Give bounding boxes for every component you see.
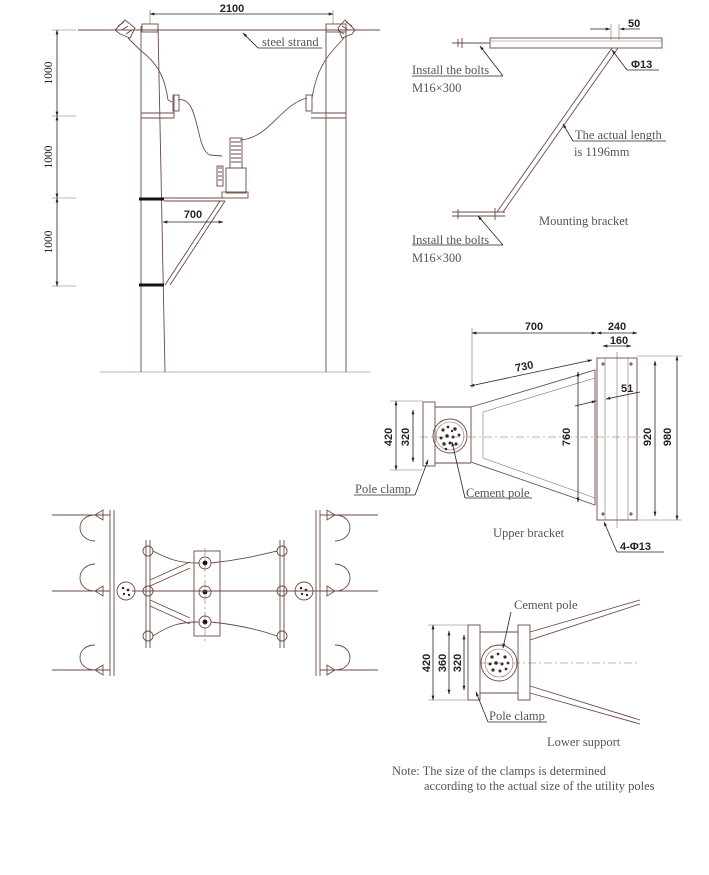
left-jumper-wire bbox=[177, 99, 223, 157]
bottom-bolt-icon bbox=[457, 208, 496, 220]
clamp-inner-dimension-label: 320 bbox=[400, 428, 412, 446]
arm-dimension-label: 700 bbox=[184, 209, 202, 221]
hole-leader bbox=[611, 49, 628, 71]
right-drop-wire bbox=[311, 49, 334, 99]
lower-support-title: Lower support bbox=[547, 735, 621, 749]
left-pin-insulator-icon bbox=[172, 94, 180, 112]
note-line-2: according to the actual size of the util… bbox=[424, 779, 655, 793]
clamp-outer-dimension-label: 420 bbox=[383, 428, 395, 446]
top-bolt-icon bbox=[457, 38, 463, 48]
upper-tapered-arm bbox=[470, 369, 596, 506]
lower-cement-pole-icon bbox=[480, 644, 518, 682]
note-line-1: Note: The size of the clamps is determin… bbox=[392, 764, 607, 778]
hole-label: Φ13 bbox=[631, 59, 652, 71]
upper-cement-pole-icon bbox=[432, 418, 468, 454]
upper-pole-aggregate bbox=[439, 425, 461, 451]
lower-support-view: 420 360 320 Cement pole Pole clamp Lower… bbox=[421, 598, 641, 749]
offset-dimension-label: 50 bbox=[628, 18, 640, 30]
left-top-insulator-icon bbox=[114, 19, 141, 51]
steel-strand-label: steel strand bbox=[262, 35, 319, 49]
bolt-label-top-line1: Install the bolts bbox=[412, 63, 489, 77]
recloser-equipment-icon bbox=[216, 137, 249, 199]
thickness-dimension-line bbox=[605, 391, 641, 400]
upper-length-dimension-label: 700 bbox=[525, 321, 543, 333]
plate-width-dimension-label: 240 bbox=[608, 321, 626, 333]
left-strain-insulators-icon bbox=[94, 509, 104, 676]
right-pin-insulator-icon bbox=[305, 94, 313, 112]
lower-pole-clamp bbox=[467, 624, 481, 701]
bracket-top-bar bbox=[489, 37, 663, 49]
lower-pole-clamp-label: Pole clamp bbox=[489, 709, 545, 723]
bolt-label-top-line2: M16×300 bbox=[412, 81, 461, 95]
diagonal-brace bbox=[164, 200, 221, 286]
steel-strand-leader bbox=[242, 32, 259, 49]
holes-leader bbox=[603, 521, 618, 553]
upper-bracket-title: Upper bracket bbox=[493, 526, 565, 540]
diagonal-dimension-label: 730 bbox=[514, 359, 534, 375]
recloser-plan-body bbox=[193, 550, 221, 637]
thickness-dimension-label: 51 bbox=[621, 383, 633, 395]
lower-cement-pole-leader bbox=[502, 611, 512, 649]
plan-view bbox=[52, 509, 378, 676]
lower-middle-dimension-label: 360 bbox=[437, 654, 449, 672]
hole-spacing-dimension-label: 160 bbox=[610, 335, 628, 347]
vertical-dimension-label-3: 1000 bbox=[43, 230, 55, 253]
upper-bracket-view: 700 240 160 730 51 760 920 980 420 320 P… bbox=[354, 321, 682, 553]
span-dimension-label: 2100 bbox=[220, 3, 244, 15]
arm-spread-dimension-label: 760 bbox=[561, 428, 573, 446]
right-pole bbox=[311, 23, 347, 372]
plate-hole-marks bbox=[601, 362, 633, 516]
plate-inner-dimension-label: 920 bbox=[642, 428, 654, 446]
right-jumper-wire bbox=[239, 97, 308, 141]
lower-cement-pole-label: Cement pole bbox=[514, 598, 578, 612]
vertical-dimension-label-1: 1000 bbox=[43, 61, 55, 84]
length-note-line2: is 1196mm bbox=[574, 145, 630, 159]
bracket-diagonal bbox=[496, 47, 613, 213]
lower-inner-dimension-label: 320 bbox=[452, 654, 464, 672]
lower-support-arms bbox=[529, 599, 641, 725]
diagonal-dimension-line bbox=[469, 359, 593, 387]
plate-outer-dimension-label: 980 bbox=[662, 428, 674, 446]
upper-pole-clamp-label: Pole clamp bbox=[355, 482, 411, 496]
upper-cement-pole-label: Cement pole bbox=[466, 486, 530, 500]
right-strain-insulators-icon bbox=[326, 509, 336, 676]
left-drop-wire bbox=[139, 49, 173, 103]
vertical-dimension-label-2: 1000 bbox=[43, 145, 55, 168]
right-top-insulator-icon bbox=[332, 19, 356, 51]
length-note-line1: The actual length bbox=[575, 128, 663, 142]
holes-label: 4-Φ13 bbox=[620, 541, 651, 553]
mounting-bracket-view: 50 Φ13 Install the bolts M16×300 The act… bbox=[412, 18, 666, 265]
note-block: Note: The size of the clamps is determin… bbox=[392, 764, 655, 793]
upper-pole-clamp bbox=[422, 401, 436, 467]
length-note-leader bbox=[562, 123, 574, 142]
lower-outer-dimension-label: 420 bbox=[421, 654, 433, 672]
bolt-label-bottom-line2: M16×300 bbox=[412, 251, 461, 265]
bolt-label-bottom-line1: Install the bolts bbox=[412, 233, 489, 247]
pole-elevation-view: 2100 1000 1000 1000 700 steel strand bbox=[43, 3, 380, 373]
mounting-bracket-title: Mounting bracket bbox=[539, 214, 629, 228]
